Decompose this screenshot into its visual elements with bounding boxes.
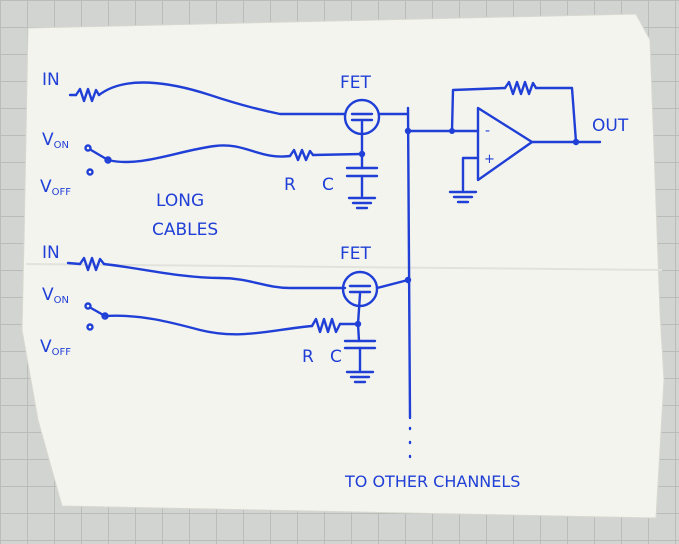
junction-feedback-in [449,128,455,134]
bottom-in-resistor [78,256,106,272]
junction-top-drain [404,127,412,135]
feedback-resistor [503,80,538,96]
label-out: OUT [592,116,629,136]
top-control-cable [106,144,292,164]
bottom-switch-von-terminal [84,302,92,310]
top-switch-voff-terminal [86,168,94,176]
label-c-top: C [322,175,334,195]
label-von-top: VON [42,130,69,151]
top-fet-channel [350,112,374,122]
label-von-bottom: VON [42,285,69,306]
label-cables: CABLES [152,220,218,240]
top-in-cable [97,81,347,116]
label-long: LONG [156,191,204,211]
top-switch-von-terminal [84,144,92,152]
feedback-left [450,86,507,133]
opamp-triangle [476,106,534,182]
top-switch-blade [89,148,110,162]
junction-output [572,138,580,146]
label-r-bottom: R [302,347,314,367]
bottom-switch-voff-terminal [86,323,94,331]
label-fet-bottom: FET [340,244,372,264]
bottom-control-cable [103,314,314,336]
label-to-other-channels: TO OTHER CHANNELS [344,472,520,491]
bottom-fet-drain [375,278,410,290]
label-opamp-plus: + [484,152,495,167]
label-r-top: R [284,175,296,195]
output-bus [406,106,412,420]
bottom-fet-channel [348,284,372,294]
top-r-resistor [288,148,315,162]
opamp-ground [448,190,478,204]
feedback-right [534,86,578,144]
label-c-bottom: C [330,347,342,367]
bottom-ground [345,370,375,384]
junction-bottom-gate [354,320,362,328]
label-in-top: IN [42,70,60,90]
label-in-bottom: IN [42,243,60,263]
paper-fold [25,263,663,271]
label-voff-bottom: VOFF [40,337,71,358]
top-ground [347,196,377,210]
bottom-fet-gate [356,292,362,326]
bottom-in-lead [66,261,82,266]
label-fet-top: FET [340,73,372,93]
top-r-to-gate [311,152,364,157]
junction-bottom-drain [404,276,412,284]
junction-top-gate [358,150,366,158]
bottom-in-cable [102,262,347,290]
opamp-noninv-lead [461,156,480,192]
top-in-resistor [74,87,101,103]
label-voff-top: VOFF [40,177,71,198]
bottom-r-resistor [310,317,342,334]
label-opamp-minus: - [485,123,490,139]
bottom-switch-blade [89,306,107,318]
